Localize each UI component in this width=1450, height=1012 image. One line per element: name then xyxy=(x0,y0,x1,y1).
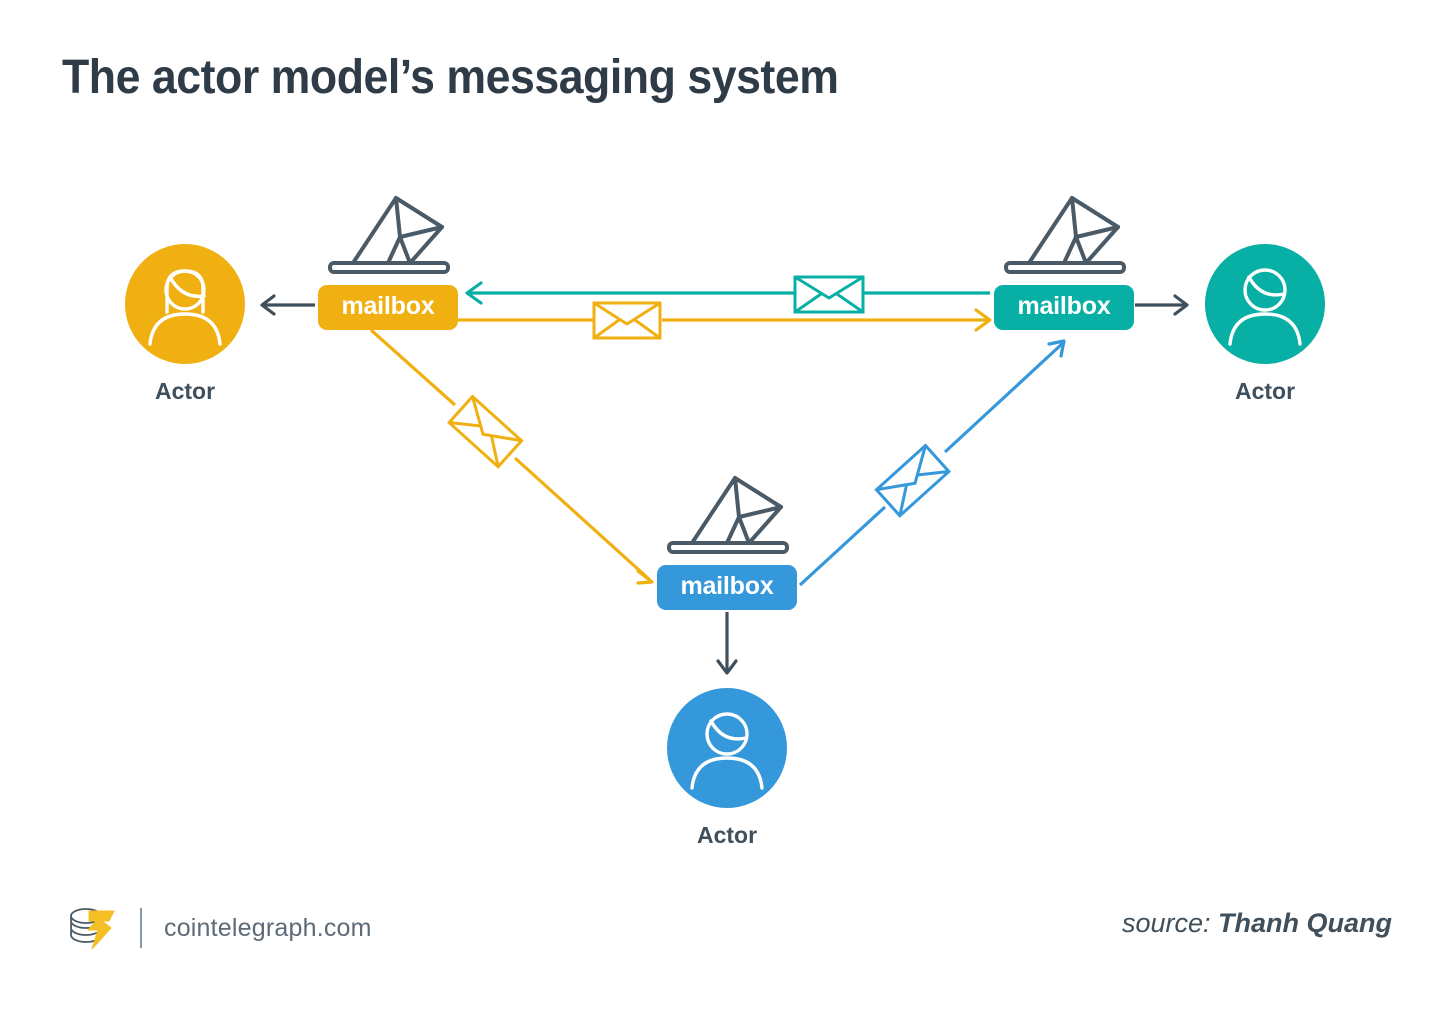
footer-source: source: Thanh Quang xyxy=(1122,908,1392,939)
arrow-bottom-mailbox-to-bottom-actor xyxy=(716,612,738,675)
arrow-bottom-to-right-blue xyxy=(798,339,1066,587)
arrow-left-mailbox-to-left-actor xyxy=(260,294,315,316)
footer-site-url: cointelegraph.com xyxy=(164,913,372,942)
source-label: source: xyxy=(1121,908,1211,938)
footer-divider xyxy=(140,908,142,948)
actor-avatar-right[interactable] xyxy=(1205,244,1325,364)
actor-avatar-bottom[interactable] xyxy=(667,688,787,808)
mailbox-pill-bottom[interactable]: mailbox xyxy=(657,565,797,610)
envelope-icon-amber-diagonal xyxy=(446,394,524,469)
mailbox-node-right[interactable]: mailbox xyxy=(994,193,1134,330)
actor-avatar-left[interactable] xyxy=(125,244,245,364)
page-title: The actor model’s messaging system xyxy=(62,51,839,104)
arrow-right-mailbox-to-right-actor xyxy=(1135,294,1189,316)
envelope-icon-amber-horizontal xyxy=(592,301,662,340)
arrow-left-to-bottom-amber xyxy=(369,328,654,585)
cointelegraph-coins-logo xyxy=(70,908,115,950)
mailbox-letter-icon xyxy=(1004,196,1126,274)
actor-node-bottom[interactable]: Actor xyxy=(647,688,807,849)
person-icon xyxy=(690,712,764,790)
mailbox-letter-icon xyxy=(328,196,450,274)
source-name: Thanh Quang xyxy=(1218,908,1392,938)
mailbox-node-bottom[interactable]: mailbox xyxy=(657,473,797,610)
mailbox-letter-icon xyxy=(667,476,789,554)
actor-node-right[interactable]: Actor xyxy=(1185,244,1345,405)
mailbox-pill-left[interactable]: mailbox xyxy=(318,285,458,330)
actor-label-bottom: Actor xyxy=(696,822,758,848)
envelope-icon-blue-diagonal xyxy=(874,443,952,518)
person-icon xyxy=(1228,268,1302,346)
mailbox-pill-right[interactable]: mailbox xyxy=(994,285,1134,330)
arrow-left-to-right-amber xyxy=(458,301,992,340)
arrow-right-to-left-teal xyxy=(465,275,990,314)
actor-label-right: Actor xyxy=(1234,378,1296,404)
person-icon xyxy=(148,269,222,346)
mailbox-node-left[interactable]: mailbox xyxy=(318,193,458,330)
actor-label-left: Actor xyxy=(154,378,216,404)
footer-brand: cointelegraph.com xyxy=(62,902,372,954)
actor-node-left[interactable]: Actor xyxy=(105,244,265,405)
envelope-icon-teal xyxy=(793,275,865,314)
